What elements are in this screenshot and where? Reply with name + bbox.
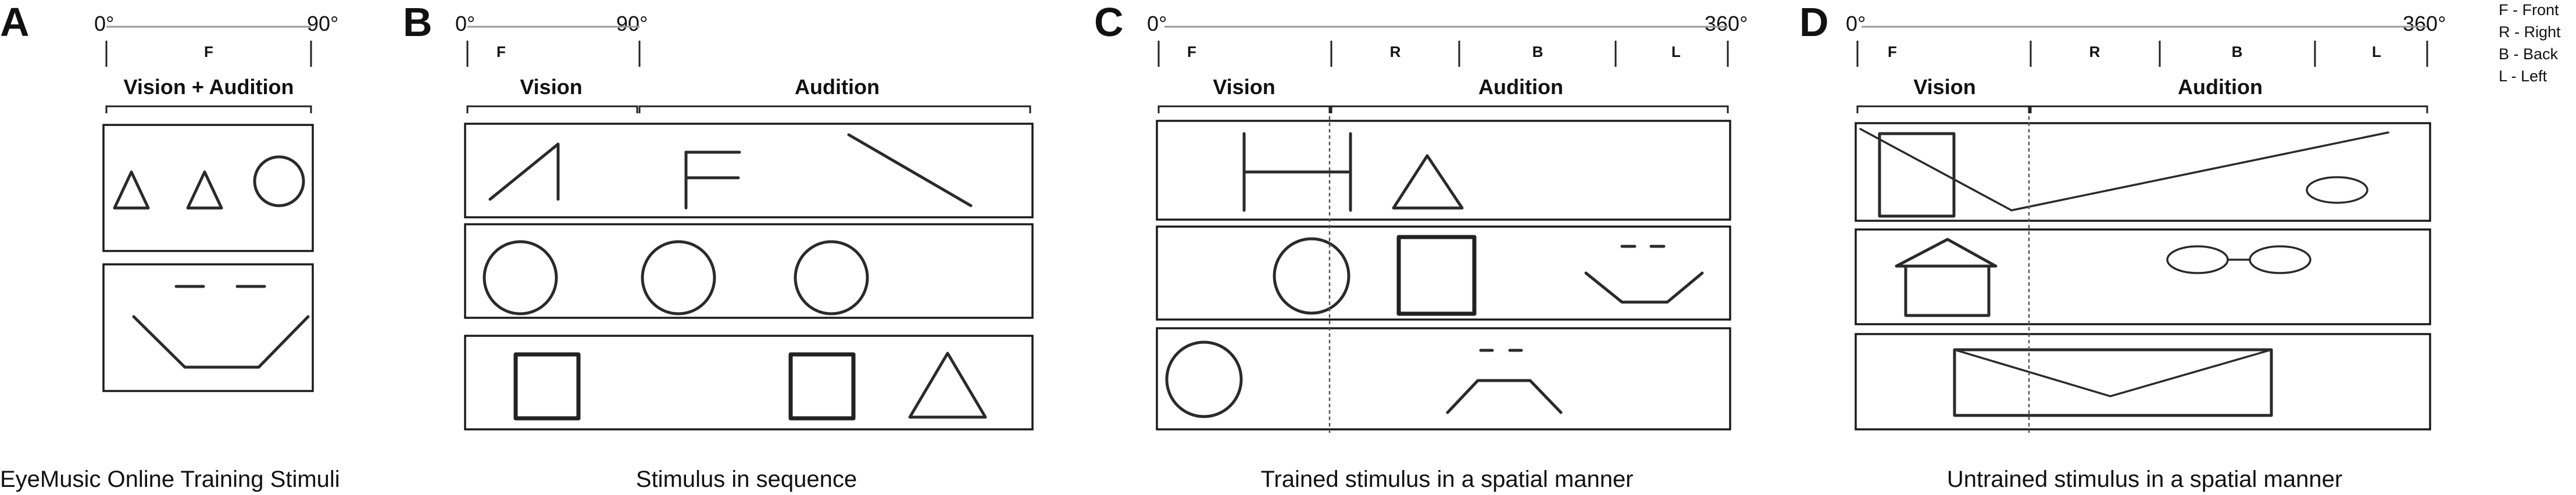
panel-d-zone-l: L: [2372, 43, 2381, 60]
panel-c-bracket-audition: [1330, 105, 1729, 113]
panel-d-box-1: [1855, 122, 2431, 222]
panel-b-vision-label: Vision: [520, 75, 582, 99]
legend-back: B - Back: [2499, 45, 2559, 63]
panel-d-square: [1878, 132, 1956, 218]
panel-d-glasses-right: [2249, 245, 2311, 274]
panel-a-scale-end: 90°: [307, 12, 338, 35]
panel-b-audition-label: Audition: [795, 75, 880, 99]
panel-b-caption: Stimulus in sequence: [636, 467, 857, 492]
panel-b-bracket-vision: [466, 105, 638, 113]
panel-a-scale-start: 0°: [94, 12, 114, 35]
panel-a-triangle-1: [113, 170, 150, 210]
panel-a-zone-f: F: [204, 43, 213, 60]
panel-b-triangle: [908, 351, 987, 419]
panel-a-triangle-2: [186, 170, 223, 210]
panel-b-box-2: [464, 223, 1034, 319]
panel-b-diagonal-line: [847, 133, 973, 207]
panel-a-letter: A: [0, 0, 30, 45]
panel-a-caption: EyeMusic Online Training Stimuli: [0, 467, 340, 492]
panel-b-circle-2: [641, 240, 716, 315]
panel-c-circle-1: [1273, 237, 1350, 315]
panel-c-scale-end: 360°: [1705, 12, 1748, 35]
panel-c-zone-b: B: [1532, 43, 1544, 60]
panel-a-sense-label: Vision + Audition: [123, 75, 294, 99]
panel-b-square-1: [513, 352, 581, 421]
panel-d-caption: Untrained stimulus in a spatial manner: [1947, 467, 2342, 492]
panel-b-scale-end: 90°: [616, 12, 648, 35]
panel-a-box-2: [102, 263, 314, 392]
legend-right: R - Right: [2499, 23, 2561, 41]
panel-c-letter: C: [1094, 0, 1124, 45]
panel-d-cross-line: [1859, 128, 2013, 211]
zone-legend: F - Front R - Right B - Back L - Left: [2499, 1, 2561, 85]
panel-d-zone-b: B: [2232, 43, 2243, 60]
panel-c-square: [1396, 235, 1477, 316]
panel-d-long-line: [2010, 131, 2389, 211]
panel-d-audition-label: Audition: [2178, 75, 2263, 99]
panel-b-zone-f: F: [496, 43, 506, 60]
panel-c-circle-2: [1165, 340, 1243, 418]
panel-d-house-body: [1904, 264, 1991, 317]
legend-left: L - Left: [2499, 67, 2548, 85]
panel-c: C 0° 360° F R B L Vision Audition: [1094, 0, 1748, 492]
panel-d-scale-start: 0°: [1846, 12, 1866, 35]
panel-c-bracket-vision: [1157, 105, 1331, 113]
panel-c-smile: [1584, 271, 1704, 304]
panel-b-circle-1: [483, 240, 558, 315]
legend-front: F - Front: [2499, 1, 2559, 19]
panel-c-frown: [1446, 379, 1563, 414]
panel-a-box-1: [102, 124, 314, 252]
panel-d-zone-r: R: [2089, 43, 2100, 60]
panel-c-box-1: [1156, 120, 1731, 221]
panel-d-vision-label: Vision: [1913, 75, 1975, 99]
panel-c-vision-label: Vision: [1213, 75, 1275, 99]
panel-b-angle-shape: [488, 142, 560, 201]
panel-c-zone-f: F: [1187, 43, 1196, 60]
panel-d-scale-end: 360°: [2403, 12, 2446, 35]
panel-d-zone-f: F: [1888, 43, 1897, 60]
panel-b-circle-3: [794, 240, 869, 315]
panel-c-audition-label: Audition: [1478, 75, 1563, 99]
panel-c-box-3: [1156, 327, 1731, 431]
panel-c-zone-l: L: [1671, 43, 1681, 60]
panel-d-letter: D: [1799, 0, 1829, 45]
panel-b-box-3: [464, 335, 1034, 431]
panel-d: D 0° 360° F R B L Vision Audition Untrai…: [1799, 0, 2446, 492]
panel-a-smile: [132, 315, 310, 369]
panel-b-bracket-audition: [638, 105, 1031, 113]
panel-b-box-1: [464, 123, 1034, 218]
panel-c-triangle: [1392, 154, 1464, 210]
panel-d-ellipse: [2306, 176, 2368, 204]
panel-b-square-2: [788, 352, 856, 421]
panel-b-scale-start: 0°: [455, 12, 475, 35]
panel-c-box-2: [1156, 225, 1731, 321]
panel-d-bracket-vision: [1856, 105, 2030, 113]
panel-c-caption: Trained stimulus in a spatial manner: [1260, 467, 1633, 492]
panel-c-zone-r: R: [1390, 43, 1401, 60]
panel-d-bracket-audition: [2030, 105, 2428, 113]
panel-a: A 0° 90° F Vision + Audition EyeMusic On…: [0, 0, 340, 492]
panel-d-envelope-body: [1953, 348, 2273, 417]
panel-a-bracket: [105, 105, 312, 113]
panel-d-box-2: [1855, 228, 2431, 325]
panel-d-envelope-flap: [1953, 349, 2273, 397]
panel-a-circle: [253, 155, 305, 207]
panel-b: B 0° 90° F Vision Audition Stimulus in s…: [403, 0, 1034, 492]
panel-c-scale-start: 0°: [1147, 12, 1167, 35]
panel-b-letter: B: [403, 0, 433, 45]
